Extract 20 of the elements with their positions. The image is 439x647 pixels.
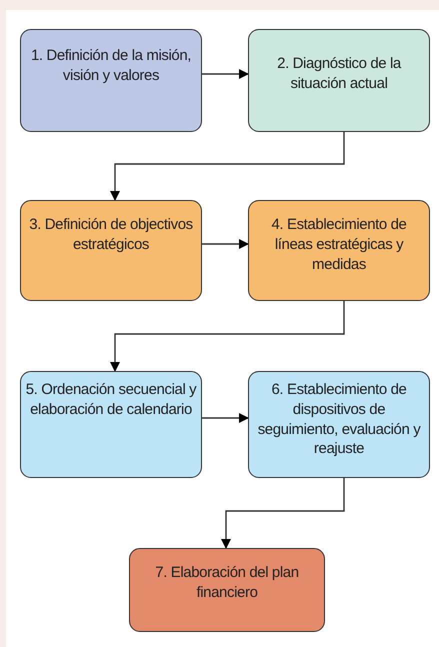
- step-text: 2. Diagnóstico de la situación actual: [276, 54, 402, 94]
- process-box: [20, 29, 202, 132]
- process-box: [248, 200, 430, 301]
- process-box: [129, 548, 325, 632]
- step-text: 5. Ordenación secuencial y elaboración de calendario: [25, 380, 197, 420]
- arrow: [110, 301, 345, 372]
- arrow: [221, 478, 345, 549]
- step-text: 7. Elaboración del plan financiero: [154, 563, 300, 603]
- arrow: [202, 69, 249, 79]
- arrow: [110, 132, 345, 201]
- arrow: [202, 413, 249, 423]
- arrow: [202, 239, 249, 249]
- process-box: [20, 371, 202, 478]
- process-box: [20, 200, 202, 301]
- process-box: [248, 29, 430, 132]
- step-text: 4. Establecimiento de líneas estratégicas y medidas: [270, 215, 408, 274]
- step-text: 3. Definición de objectivos estratégicos: [28, 215, 194, 255]
- step-text: 1. Definición de la misión, visión y valores: [30, 46, 192, 86]
- step-text: 6. Establecimiento de dispositivos de seguimiento, evaluación y reajuste: [256, 380, 422, 460]
- process-box: [248, 371, 430, 478]
